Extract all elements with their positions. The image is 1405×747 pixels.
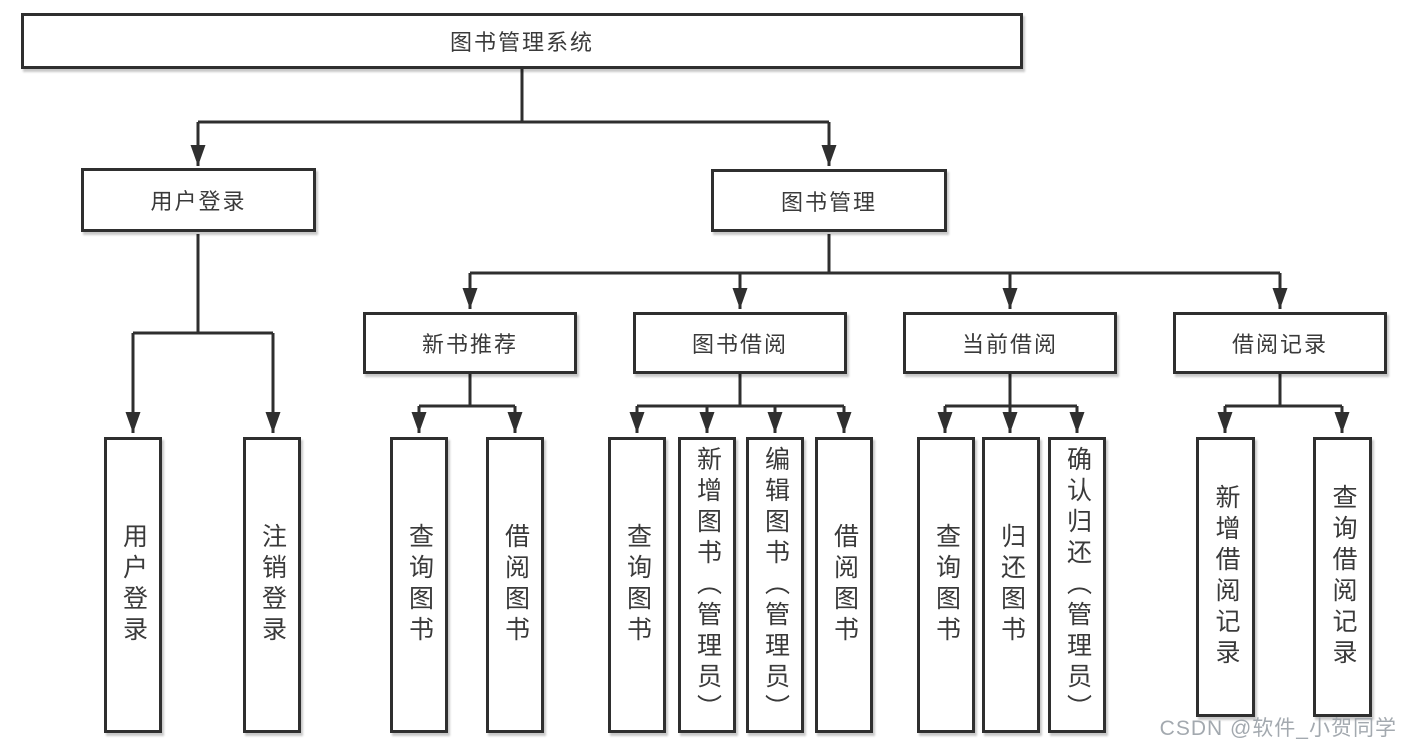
leaf-edit-book-admin: 编辑图书（管理员） bbox=[746, 437, 804, 733]
leaf-query-book-current: 查询图书 bbox=[917, 437, 975, 733]
leaf-borrow-book-recommend: 借阅图书 bbox=[486, 437, 544, 733]
leaf-query-book-borrow: 查询图书 bbox=[608, 437, 666, 733]
node-book-management: 图书管理 bbox=[711, 169, 947, 232]
leaf-return-book: 归还图书 bbox=[982, 437, 1040, 733]
connector-segments bbox=[133, 69, 1342, 408]
leaf-add-borrow-record: 新增借阅记录 bbox=[1196, 437, 1255, 717]
node-user-login: 用户登录 bbox=[81, 168, 316, 232]
connector-arrows bbox=[125, 122, 1350, 433]
leaf-logout: 注销登录 bbox=[243, 437, 301, 733]
leaf-user-login: 用户登录 bbox=[104, 437, 162, 733]
node-borrow-records: 借阅记录 bbox=[1173, 312, 1387, 374]
leaf-query-book-recommend: 查询图书 bbox=[390, 437, 448, 733]
leaf-add-book-admin: 新增图书（管理员） bbox=[678, 437, 736, 733]
leaf-confirm-return-admin: 确认归还（管理员） bbox=[1048, 437, 1106, 733]
leaf-borrow-book: 借阅图书 bbox=[815, 437, 873, 733]
node-root-system: 图书管理系统 bbox=[21, 13, 1023, 69]
node-current-borrow: 当前借阅 bbox=[903, 312, 1117, 374]
node-new-book-recommend: 新书推荐 bbox=[363, 312, 577, 374]
csdn-watermark: CSDN @软件_小贺同学 bbox=[1159, 717, 1397, 740]
leaf-query-borrow-record: 查询借阅记录 bbox=[1313, 437, 1372, 717]
node-book-borrow: 图书借阅 bbox=[633, 312, 847, 374]
